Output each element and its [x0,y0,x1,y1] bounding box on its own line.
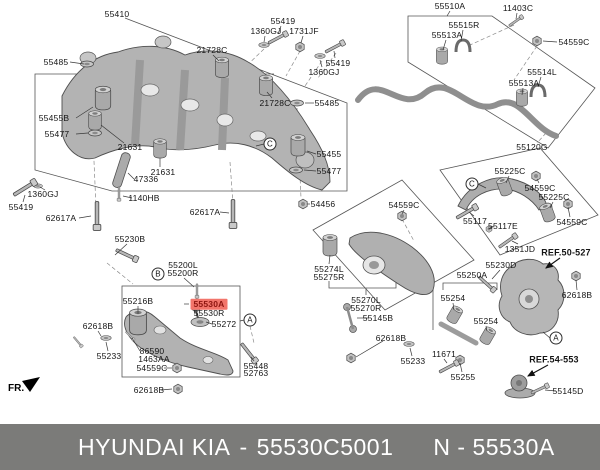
part-label-55200R[interactable]: 55200R [167,267,199,278]
part-label-55233[interactable]: 55233 [96,350,122,361]
part-label-62617A[interactable]: 62617A [45,212,77,223]
section-boxes [34,15,599,378]
ref-circle-A: A [549,331,563,345]
part-label-55485[interactable]: 55485 [314,97,340,108]
fasteners [11,14,581,396]
part-label-52763[interactable]: 52763 [243,367,269,378]
part-label-55120G[interactable]: 55120G [516,141,548,152]
part-label-1360GJ[interactable]: 1360GJ [250,25,282,36]
part-label-55254[interactable]: 55254 [473,315,499,326]
part-label-21631[interactable]: 21631 [150,166,176,177]
part-label-55530A[interactable]: 55530A [190,298,228,310]
part-label-54559C[interactable]: 54559C [388,199,420,210]
fr-label: FR. [8,383,25,394]
part-label-21728C[interactable]: 21728C [196,44,228,55]
part-label-55270L[interactable]: 55270L [351,294,381,305]
part-label-62618B[interactable]: 62618B [133,384,165,395]
assist-arm [438,321,479,346]
part-label-55145B[interactable]: 55145B [362,312,394,323]
leader-lines [22,10,578,392]
fr-direction-marker: FR. [8,383,24,394]
part-label-55272[interactable]: 55272 [211,318,237,329]
part-label-86590[interactable]: 86590 [139,345,165,356]
part-label-62618B[interactable]: 62618B [82,320,114,331]
footer-left: HYUNDAI KIA - 55530C5001 [78,434,393,461]
part-label-55145D[interactable]: 55145D [552,385,584,396]
part-label-55419[interactable]: 55419 [270,15,296,26]
part-label-55250A[interactable]: 55250A [456,269,488,280]
part-label-21631[interactable]: 21631 [117,141,143,152]
part-label-55530R[interactable]: 55530R [193,307,225,318]
part-label-55255[interactable]: 55255 [450,371,476,382]
dynamic-damper-bracket [112,152,131,189]
part-label-55455[interactable]: 55455 [316,148,342,159]
part-label-11403C[interactable]: 11403C [502,2,534,13]
ref-circle-C: C [465,177,479,191]
part-label-54559C[interactable]: 54559C [136,362,168,373]
rear-mount-bushing [504,374,536,399]
trailing-arm [348,231,435,296]
part-label-54559C[interactable]: 54559C [556,216,588,227]
part-label-1731JF[interactable]: 1731JF [289,25,319,36]
part-label-55274L[interactable]: 55274L [314,263,344,274]
part-label-55200L[interactable]: 55200L [168,259,198,270]
part-label-55233[interactable]: 55233 [400,355,426,366]
part-label-55230D[interactable]: 55230D [485,259,517,270]
ref-circle-A: A [243,313,257,327]
part-label-47336[interactable]: 47336 [133,173,159,184]
part-label-1463AA[interactable]: 1463AA [138,353,170,364]
part-label-55275R[interactable]: 55275R [313,271,345,282]
part-label-55270R[interactable]: 55270R [350,302,382,313]
fr-arrow-icon [22,377,40,392]
part-label-REF.54-553[interactable]: REF.54-553 [529,354,579,365]
part-label-55513A[interactable]: 55513A [431,29,463,40]
part-label-55515R[interactable]: 55515R [448,19,480,30]
part-label-55448[interactable]: 55448 [243,360,269,371]
part-label-55455B[interactable]: 55455B [38,112,70,123]
ref-circle-C: C [263,137,277,151]
part-label-55254[interactable]: 55254 [440,292,466,303]
footer-brand: HYUNDAI KIA [78,433,231,460]
part-label-55485[interactable]: 55485 [43,56,69,67]
footer-part-number: 55530C5001 [256,433,394,460]
part-label-55477[interactable]: 55477 [316,165,342,176]
part-label-21728C[interactable]: 21728C [259,97,291,108]
part-label-55410[interactable]: 55410 [104,8,130,19]
part-label-55477[interactable]: 55477 [44,128,70,139]
part-label-11671[interactable]: 11671 [431,348,457,359]
part-label-54559C[interactable]: 54559C [558,36,590,47]
part-label-55419[interactable]: 55419 [325,57,351,68]
footer-catalog-code: N - 55530A [433,433,555,460]
part-label-54456[interactable]: 54456 [310,198,336,209]
part-label-55225C[interactable]: 55225C [538,191,570,202]
part-label-REF.50-527[interactable]: REF.50-527 [541,247,591,258]
footer-separator: - [239,433,248,460]
part-label-55117E[interactable]: 55117E [488,220,518,231]
stabilizer-bar [355,38,559,139]
part-label-1140HB[interactable]: 1140HB [128,192,160,203]
part-label-55510A[interactable]: 55510A [434,0,466,11]
part-label-55216B[interactable]: 55216B [122,295,154,306]
ref-arrows [527,257,561,377]
part-label-55225C[interactable]: 55225C [494,165,526,176]
part-label-55513A[interactable]: 55513A [508,77,540,88]
footer-bar: HYUNDAI KIA - 55530C5001 N - 55530A [0,424,600,470]
part-label-55419[interactable]: 55419 [8,201,34,212]
part-label-1360GJ[interactable]: 1360GJ [308,66,340,77]
part-label-62617A[interactable]: 62617A [189,206,221,217]
stabilizer-link [343,303,357,333]
part-label-62618B[interactable]: 62618B [561,289,593,300]
part-label-1351JD[interactable]: 1351JD [504,243,536,254]
part-label-54559C[interactable]: 54559C [524,182,556,193]
part-label-55514L[interactable]: 55514L [527,66,557,77]
part-label-1360GJ[interactable]: 1360GJ [27,188,59,199]
ref-circle-B: B [151,267,165,281]
part-label-62618B[interactable]: 62618B [375,332,407,343]
part-label-55230B[interactable]: 55230B [114,233,146,244]
part-label-55117[interactable]: 55117 [462,215,488,226]
